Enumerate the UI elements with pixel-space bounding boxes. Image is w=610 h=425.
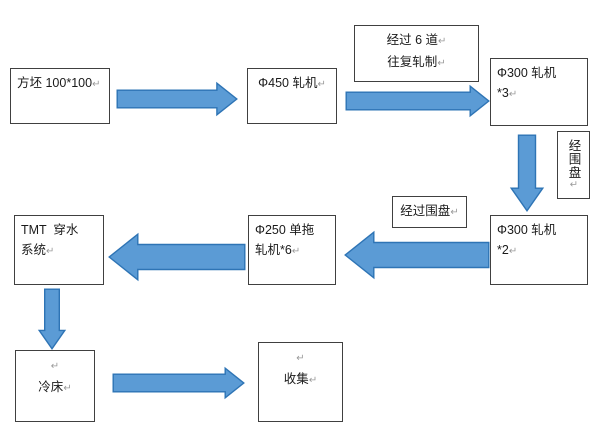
- paragraph-mark-icon: ↵: [46, 246, 55, 257]
- via-looper-note-box: 经过围盘↵: [392, 196, 467, 228]
- node-text-line: 系统↵: [21, 243, 55, 257]
- six-pass-reversing-note-box: 经过 6 道↵ 往复轧制↵: [354, 25, 479, 82]
- arrow-billet-to-mill450: [116, 81, 238, 117]
- paragraph-mark-icon: ↵: [450, 207, 459, 218]
- node-text-line: 经过 6 道↵: [386, 33, 447, 47]
- node-text-line: Φ450 轧机↵: [258, 76, 326, 90]
- paragraph-mark-icon: ↵: [296, 353, 305, 364]
- node-text-line: 方坯 100*100↵: [17, 76, 101, 90]
- paragraph-mark-icon: ↵: [63, 383, 72, 394]
- node-text-line: ↵: [22, 355, 88, 377]
- mill-300-x3-box: Φ300 轧机 *3↵: [490, 58, 588, 126]
- node-text-vertical: 经围盘↵: [566, 138, 581, 192]
- paragraph-mark-icon: ↵: [92, 79, 101, 90]
- tmt-water-cooling-box: TMT 穿水系统↵: [14, 215, 104, 285]
- node-text-line: Φ250 单拖: [255, 223, 315, 237]
- cooling-bed-box: ↵冷床↵: [15, 350, 95, 422]
- arrow-mill450-to-mill300x3: [345, 84, 490, 118]
- node-text-line: TMT 穿水: [21, 223, 79, 237]
- billet-box: 方坯 100*100↵: [10, 68, 110, 124]
- node-text-line: 往复轧制↵: [387, 55, 446, 69]
- paragraph-mark-icon: ↵: [308, 375, 318, 386]
- paragraph-mark-icon: ↵: [50, 361, 60, 372]
- arrow-mill250-to-tmt: [108, 232, 246, 282]
- paragraph-mark-icon: ↵: [438, 36, 447, 47]
- via-looper-vertical-box: 经围盘↵: [557, 131, 590, 199]
- arrow-tmt-to-cooling-bed: [37, 288, 67, 351]
- node-text-line: *2↵: [497, 243, 518, 257]
- arrow-mill300x2-to-mill250: [344, 230, 490, 280]
- mill-250-single-drag-box: Φ250 单拖轧机*6↵: [248, 215, 336, 285]
- paragraph-mark-icon: ↵: [508, 89, 518, 100]
- paragraph-mark-icon: ↵: [508, 246, 518, 257]
- node-text-line: *3↵: [497, 86, 518, 100]
- node-text-line: 收集↵: [283, 372, 318, 386]
- node-text-line: 经过围盘↵: [400, 204, 459, 218]
- arrow-cooling-bed-to-collection: [112, 366, 245, 400]
- node-text-line: Φ300 轧机: [497, 223, 557, 237]
- collection-box: ↵收集↵: [258, 342, 343, 422]
- node-text-line: 轧机*6↵: [255, 243, 301, 257]
- paragraph-mark-icon: ↵: [291, 246, 301, 257]
- node-text-line: 冷床↵: [38, 380, 72, 394]
- paragraph-mark-icon: ↵: [568, 179, 580, 192]
- vertical-text-wrapper: 经围盘↵: [560, 135, 587, 195]
- mill-300-x2-box: Φ300 轧机 *2↵: [490, 215, 588, 285]
- mill-450-box: Φ450 轧机↵: [247, 68, 337, 124]
- arrow-mill300x3-to-mill300x2: [509, 134, 545, 213]
- paragraph-mark-icon: ↵: [437, 58, 446, 69]
- paragraph-mark-icon: ↵: [317, 79, 326, 90]
- node-text-line: ↵: [265, 347, 336, 369]
- node-text-line: Φ300 轧机: [497, 66, 557, 80]
